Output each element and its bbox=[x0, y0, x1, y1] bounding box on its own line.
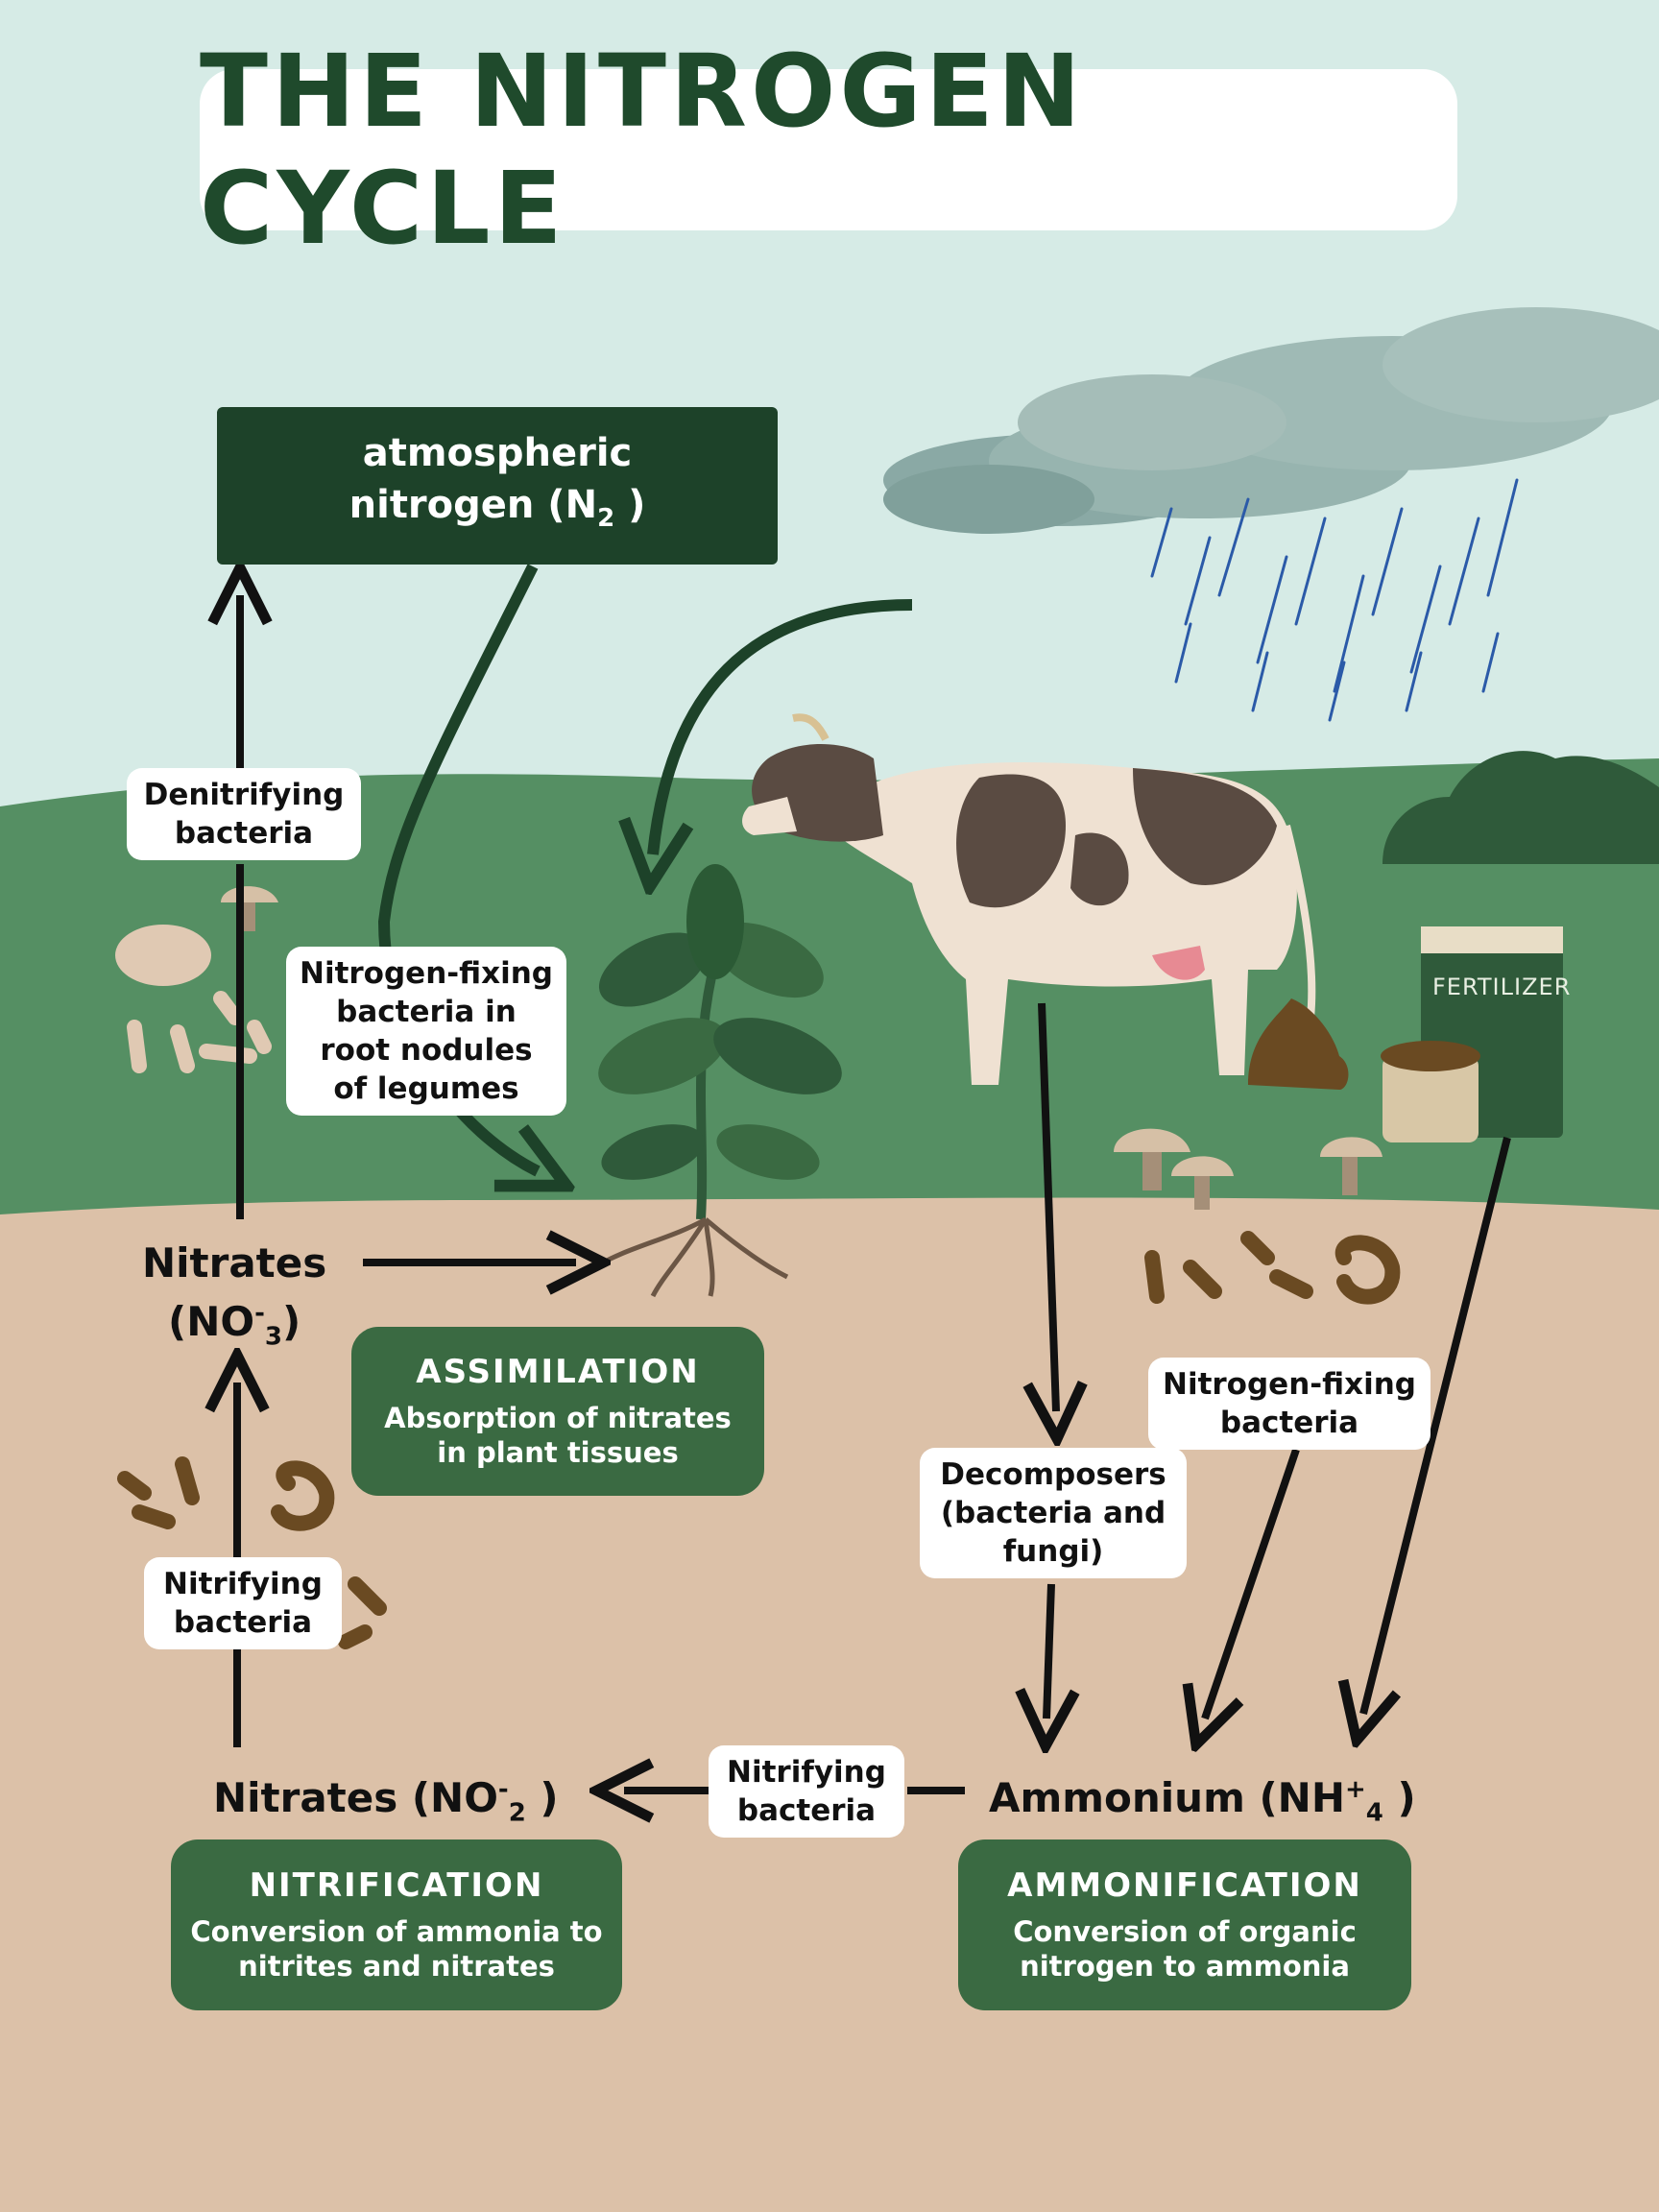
label-line: Nitrifying bbox=[727, 1755, 886, 1790]
label-line: of legumes bbox=[333, 1071, 519, 1106]
bacteria-icon bbox=[115, 925, 1401, 1649]
panel-desc: Conversion of organic bbox=[1013, 1915, 1357, 1948]
label-line: bacteria bbox=[736, 1793, 877, 1828]
label-line: Denitrifying bbox=[143, 778, 345, 812]
label-line: bacteria bbox=[1219, 1406, 1359, 1440]
rain-icon bbox=[1150, 478, 1519, 722]
decomposers-label: Decomposers (bacteria and fungi) bbox=[920, 1448, 1187, 1578]
label-line: Nitrogen-fixing bbox=[1163, 1367, 1416, 1402]
nitrifying-bacteria-left-label: Nitrifying bacteria bbox=[144, 1557, 342, 1649]
formula-sub: 3 bbox=[264, 1322, 282, 1352]
rain-to-plant-arrow bbox=[653, 599, 913, 854]
nitrification-panel: NITRIFICATION Conversion of ammonia to n… bbox=[171, 1839, 622, 2010]
label-line: bacteria in bbox=[336, 995, 517, 1029]
fertilizer-bag-icon: FERTILIZER bbox=[1381, 926, 1571, 1142]
atmospheric-line2: nitrogen (N2 ) bbox=[217, 479, 778, 544]
formula-sup: - bbox=[497, 1775, 509, 1804]
formula-part: (NO bbox=[168, 1298, 255, 1345]
cow-icon bbox=[742, 713, 1316, 1085]
cycle-arrows bbox=[237, 595, 1511, 1791]
fertilizer-label: FERTILIZER bbox=[1432, 974, 1571, 1000]
formula-sub: 4 bbox=[1365, 1798, 1383, 1828]
ammonification-panel: AMMONIFICATION Conversion of organic nit… bbox=[958, 1839, 1411, 2010]
nitrates-top: Nitrates (NO-3) bbox=[142, 1238, 326, 1361]
denitrifying-bacteria-label: Denitrifying bacteria bbox=[127, 768, 361, 860]
panel-heading: AMMONIFICATION bbox=[1007, 1866, 1362, 1905]
ammonium: Ammonium (NH+4 ) bbox=[989, 1765, 1416, 1838]
label-line: (bacteria and bbox=[940, 1496, 1166, 1530]
formula-sup: - bbox=[254, 1299, 265, 1328]
panel-heading: NITRIFICATION bbox=[249, 1866, 544, 1905]
formula-part: Ammonium (NH bbox=[989, 1774, 1345, 1821]
formula-sup: + bbox=[1344, 1775, 1366, 1804]
formula-part: ) bbox=[1382, 1774, 1416, 1821]
atmospheric-close: ) bbox=[614, 483, 646, 527]
label-line: fungi) bbox=[1002, 1534, 1104, 1569]
label-line: Nitrogen-fixing bbox=[300, 956, 553, 991]
panel-desc: nitrogen to ammonia bbox=[1020, 1950, 1350, 1983]
title-banner: THE NITROGEN CYCLE bbox=[200, 33, 1457, 267]
atmospheric-nitrogen-box: atmospheric nitrogen (N2 ) bbox=[217, 407, 778, 565]
label-line: bacteria bbox=[173, 1605, 313, 1640]
label-line: root nodules bbox=[320, 1033, 533, 1068]
formula-part: ) bbox=[525, 1774, 559, 1821]
page-title: THE NITROGEN CYCLE bbox=[200, 33, 1085, 267]
atmospheric-formula: nitrogen (N bbox=[349, 483, 598, 527]
nitrates-bottom: Nitrates (NO-2 ) bbox=[213, 1765, 559, 1838]
nitrogen-fixing-bacteria-label: Nitrogen-fixing bacteria bbox=[1148, 1358, 1431, 1450]
nitrates-formula: (NO-3) bbox=[142, 1288, 326, 1361]
panel-desc: in plant tissues bbox=[437, 1436, 679, 1469]
atmospheric-sub: 2 bbox=[597, 504, 615, 533]
bush-icon bbox=[1382, 751, 1659, 864]
nitrifying-bacteria-bottom-label: Nitrifying bacteria bbox=[709, 1745, 904, 1838]
label-line: Decomposers bbox=[940, 1457, 1166, 1492]
formula-part: ) bbox=[282, 1298, 301, 1345]
cloud-icon bbox=[883, 307, 1659, 534]
plant-icon bbox=[593, 864, 842, 1298]
panel-desc: Absorption of nitrates bbox=[384, 1402, 732, 1434]
label-line: Nitrifying bbox=[163, 1567, 323, 1601]
label-line: bacteria bbox=[174, 816, 314, 851]
formula-sub: 2 bbox=[508, 1798, 526, 1828]
atmospheric-line1: atmospheric bbox=[362, 431, 633, 475]
manure-icon bbox=[1248, 998, 1349, 1090]
assimilation-panel: ASSIMILATION Absorption of nitrates in p… bbox=[351, 1327, 764, 1496]
panel-desc: nitrites and nitrates bbox=[238, 1950, 555, 1983]
nitrates-name: Nitrates bbox=[142, 1239, 327, 1286]
panel-desc: Conversion of ammonia to bbox=[190, 1915, 603, 1948]
mushroom-icon bbox=[221, 886, 1382, 1210]
formula-part: Nitrates (NO bbox=[213, 1774, 498, 1821]
nitrogen-fixing-legumes-label: Nitrogen-fixing bacteria in root nodules… bbox=[286, 947, 566, 1116]
panel-heading: ASSIMILATION bbox=[416, 1353, 700, 1391]
